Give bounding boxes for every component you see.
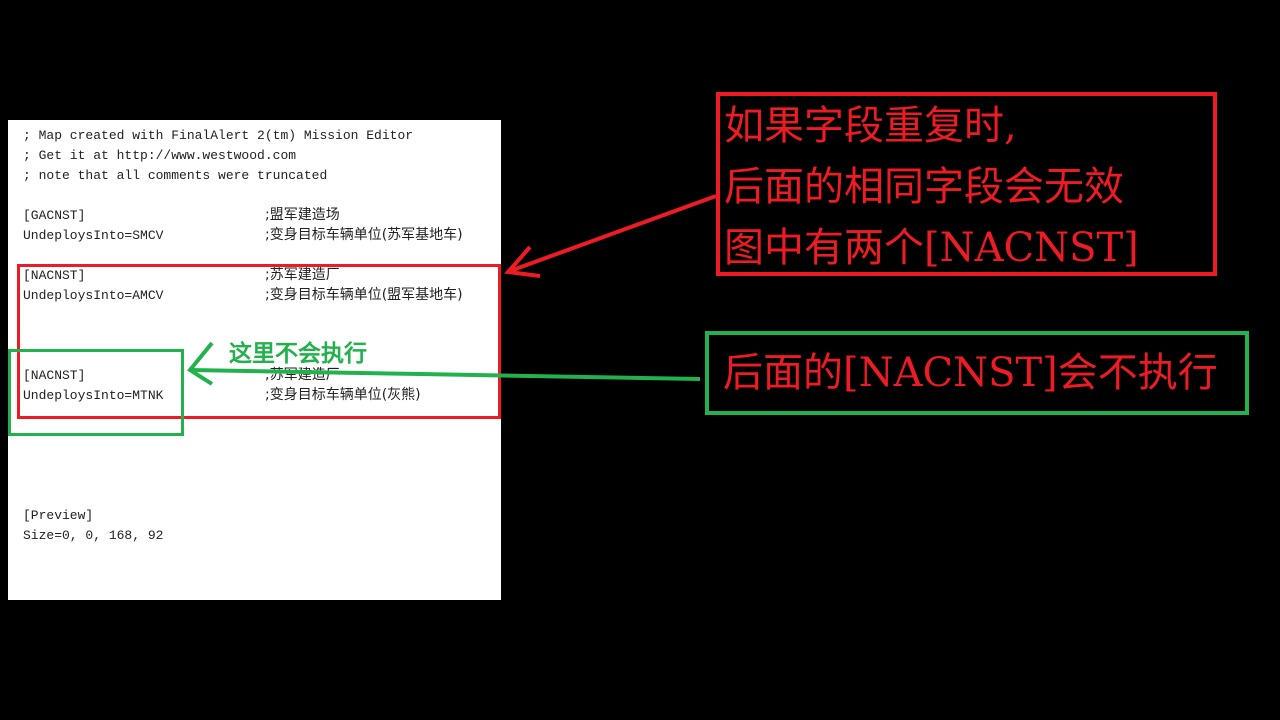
key-line: UndeploysInto=SMCV: [23, 228, 164, 243]
comment-line: ; Map created with FinalAlert 2(tm) Miss…: [23, 128, 414, 143]
red-note-box: 如果字段重复时, 后面的相同字段会无效 图中有两个[NACNST]: [716, 92, 1217, 276]
ignored-section-highlight: [8, 349, 184, 436]
key-comment: ;变身目标车辆单位(苏军基地车): [265, 227, 463, 243]
green-arrow-icon: [187, 341, 701, 386]
green-note-text: 后面的[NACNST]会不执行: [723, 350, 1218, 396]
ignored-label: 这里不会执行: [229, 341, 367, 367]
section-header: [NACNST]: [23, 368, 86, 383]
text-editor-panel: ; Map created with FinalAlert 2(tm) Miss…: [8, 120, 501, 600]
key-comment: ;变身目标车辆单位(灰熊): [265, 387, 421, 403]
red-note-line: 图中有两个[NACNST]: [724, 225, 1139, 271]
section-header: [Preview]: [23, 508, 94, 523]
green-note-box: 后面的[NACNST]会不执行: [705, 331, 1249, 415]
comment-line: ; Get it at http://www.westwood.com: [23, 148, 297, 163]
key-comment: ;变身目标车辆单位(盟军基地车): [265, 287, 463, 303]
section-header: [NACNST]: [23, 268, 86, 283]
key-line: UndeploysInto=AMCV: [23, 288, 164, 303]
red-note-line: 后面的相同字段会无效: [724, 164, 1124, 210]
duplicate-sections-highlight: [17, 264, 501, 419]
section-comment: ;盟军建造场: [265, 207, 340, 223]
key-line: Size=0, 0, 168, 92: [23, 528, 164, 543]
section-comment: ;苏军建造厂: [265, 267, 340, 283]
red-arrow-icon: [504, 194, 717, 278]
section-header: [GACNST]: [23, 208, 86, 223]
key-line: UndeploysInto=MTNK: [23, 388, 164, 403]
comment-line: ; note that all comments were truncated: [23, 168, 328, 183]
red-note-line: 如果字段重复时,: [724, 103, 1017, 149]
